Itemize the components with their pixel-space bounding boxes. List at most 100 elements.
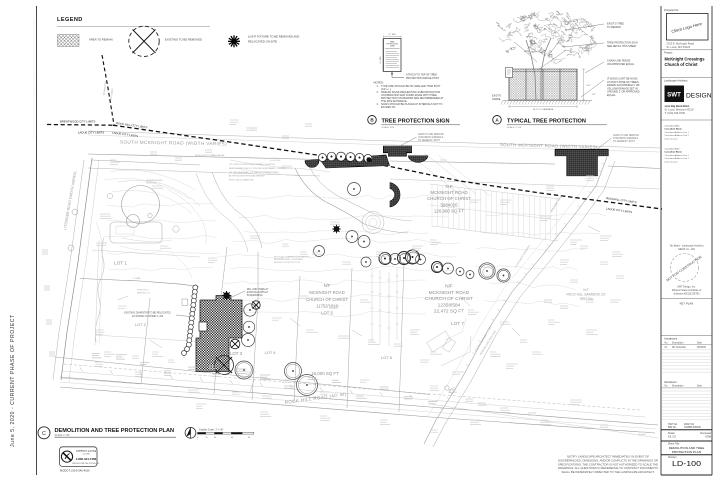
svg-text:N.F: N.F (583, 288, 588, 292)
svg-text:LOT 7: LOT 7 (451, 321, 464, 326)
svg-text:AREA TO REMAIN: AREA TO REMAIN (89, 38, 113, 42)
svg-text:RELOCATED ON-SITE: RELOCATED ON-SITE (248, 40, 277, 44)
svg-text:15: 15 (206, 437, 208, 439)
svg-text:MCKNIGHT RD: MCKNIGHT RD (104, 80, 108, 95)
svg-text:SAWCUT AND REMOVE: SAWCUT AND REMOVE (613, 134, 639, 137)
svg-text:1'-0": 1'-0" (592, 94, 596, 96)
svg-text:McKnight Crossings: McKnight Crossings (665, 57, 705, 63)
svg-text:DRAWINGS. ALL QUESTIONS IN REF: DRAWINGS. ALL QUESTIONS IN REFERENCE TO … (558, 466, 658, 470)
svg-text:xxxx Big Bend Blvd.: xxxx Big Bend Blvd. (665, 104, 690, 108)
svg-text:CHURCH OF CHRIST: CHURCH OF CHRIST (306, 297, 348, 302)
svg-text:AS SHOWN ON SHEET L-100: AS SHOWN ON SHEET L-100 (132, 315, 164, 318)
svg-text:IN REMAINING: IN REMAINING (247, 294, 263, 297)
svg-text:LOT 5: LOT 5 (321, 311, 333, 316)
svg-text:LADUE CITY LIMITS: LADUE CITY LIMITS (112, 131, 139, 139)
svg-text:SAWCUT AND REMOVE: SAWCUT AND REMOVE (418, 133, 444, 136)
svg-text:Consultant Address Line 2: Consultant Address Line 2 (665, 157, 690, 160)
svg-text:18" MIN: 18" MIN (380, 56, 382, 64)
svg-text:PARKING LOT: PARKING LOT (137, 291, 151, 294)
svg-text:AUTOCAD DRAWING MUST BE: AUTOCAD DRAWING MUST BE (274, 256, 305, 259)
svg-text:2013 E. McKnight Road: 2013 E. McKnight Road (667, 42, 695, 46)
svg-text:DEMOLITION AND TREE: DEMOLITION AND TREE (669, 446, 705, 450)
svg-text:SCALE: 1"=10': SCALE: 1"=10' (507, 126, 522, 129)
svg-text:MCKNIGHT ROAD: MCKNIGHT ROAD (309, 290, 345, 295)
svg-text:TYPICAL TREE PROTECTION: TYPICAL TREE PROTECTION (507, 118, 586, 124)
svg-text:MODOT: (314) 340-4100: MODOT: (314) 340-4100 (60, 468, 90, 472)
svg-text:11752/1018: 11752/1018 (316, 304, 338, 309)
svg-text:IF SIGNS CAN'T BE HUNG: IF SIGNS CAN'T BE HUNG (607, 78, 638, 81)
svg-text:Landscape Architect:: Landscape Architect: (664, 79, 688, 83)
svg-text:KDW: KDW (705, 435, 711, 438)
svg-text:SIGNS SHOULD BE PLACED AT INTE: SIGNS SHOULD BE PLACED AT INTERVALS NOT … (381, 103, 443, 106)
svg-text:LOT 4: LOT 4 (265, 350, 277, 355)
svg-text:EXIST'G TREE: EXIST'G TREE (607, 23, 624, 26)
svg-text:DEMOLITION AND TREE PROTECTION: DEMOLITION AND TREE PROTECTION PLAN (55, 428, 175, 434)
svg-text:CHAIN-LINK FENCE: CHAIN-LINK FENCE (607, 60, 631, 63)
svg-text:Project:: Project: (664, 51, 673, 55)
svg-text:Date: Date (697, 341, 703, 344)
svg-text:LADUE CITY LIMITS: LADUE CITY LIMITS (78, 131, 104, 135)
svg-text:1.: 1. (377, 85, 379, 88)
svg-text:TO NEAREST JOINT: TO NEAREST JOINT (418, 139, 440, 142)
svg-text:DISCREPANCIES, OMISSIONS, AND/: DISCREPANCIES, OMISSIONS, AND/OR CONFLIC… (558, 458, 658, 462)
svg-text:ROCK HILL CITY LIMITS: ROCK HILL CITY LIMITS (116, 121, 148, 129)
svg-text:Consultant Address Line 2: Consultant Address Line 2 (665, 134, 690, 137)
svg-text:MISSOURI ONE CALL SYSTEM, INC.: MISSOURI ONE CALL SYSTEM, INC. (72, 462, 100, 465)
svg-text:EQUAL.: EQUAL. (607, 94, 616, 97)
svg-text:St. Louis, Missouri 63119: St. Louis, Missouri 63119 (665, 107, 694, 111)
svg-text:Number: Number (668, 456, 677, 459)
svg-text:Consultant Address Line 1: Consultant Address Line 1 (665, 131, 690, 134)
svg-text:5984026: 5984026 (440, 202, 458, 207)
svg-text:Graphic Scale: 1" = 30': Graphic Scale: 1" = 30' (199, 428, 224, 431)
svg-text:N/F: N/F (445, 284, 453, 290)
svg-text:GRADE: GRADE (492, 98, 501, 101)
svg-text:120,960 SQ FT: 120,960 SQ FT (434, 208, 464, 213)
svg-text:Drawn: Drawn (668, 432, 676, 435)
svg-text:1-800-344-7483: 1-800-344-7483 (76, 457, 97, 461)
svg-text:(1/2"+/-.): (1/2"+/-.) (381, 88, 391, 91)
svg-text:June 5, 2020 - CURRENT PHA: June 5, 2020 - CURRENT PHASE OF PROJECT (10, 314, 16, 447)
svg-text:789/1764: 789/1764 (579, 297, 593, 301)
svg-text:12358/584: 12358/584 (438, 302, 461, 308)
svg-text:CHURCH OF CHRIST: CHURCH OF CHRIST (427, 196, 471, 201)
svg-text:10'-0" O.C. AVERAGE: 10'-0" O.C. AVERAGE (533, 108, 554, 111)
svg-text:Consultant Address Line 1: Consultant Address Line 1 (665, 154, 690, 157)
svg-text:Date: Date (697, 385, 703, 388)
svg-text:4'-0": 4'-0" (587, 85, 591, 87)
svg-text:LOT 1: LOT 1 (114, 261, 127, 266)
svg-text:06/05/20: 06/05/20 (697, 347, 707, 349)
svg-text:SPECIFICATIONS. THE CONTRACTOR: SPECIFICATIONS. THE CONTRACTOR IS NOT AU… (558, 462, 658, 466)
svg-text:AT ROOT ZONE OF TREES: AT ROOT ZONE OF TREES (607, 81, 639, 84)
svg-text:(xxx) xxx-xxxx: (xxx) xxx-xxxx (665, 161, 679, 163)
svg-text:REVIEWED AND CONFIRMED: REVIEWED AND CONFIRMED (274, 258, 304, 261)
svg-text:EXISTING ASPHALT: EXISTING ASPHALT (247, 291, 269, 294)
svg-text:LEGEND: LEGEND (57, 17, 83, 23)
svg-text:ZONE: ZONE (390, 46, 396, 48)
svg-text:(xxx) xxx-xxxx: (xxx) xxx-xxxx (665, 138, 679, 140)
svg-text:CITY LIMITS: CITY LIMITS (111, 88, 115, 100)
svg-text:MDLR LA - 100: MDLR LA - 100 (678, 248, 695, 251)
svg-text:GROUND 2' OR APPROVED: GROUND 2' OR APPROVED (607, 91, 640, 94)
svg-text:You Will: You Will (83, 454, 90, 456)
svg-text:22,472 SQ FT: 22,472 SQ FT (434, 309, 464, 315)
svg-text:0: 0 (197, 437, 198, 439)
svg-text:PROTECTION PLAN: PROTECTION PLAN (672, 450, 701, 454)
svg-text:OR APPROVED EQUAL: OR APPROVED EQUAL (607, 63, 635, 66)
svg-text:Reviewed: Reviewed (701, 432, 712, 435)
svg-text:TYPE SIZE SHOULD BE NO SMALLER: TYPE SIZE SHOULD BE NO SMALLER THAN 80 P… (381, 85, 441, 88)
svg-text:AT THE MCKNIGHT ROAD BRIDGE: AT THE MCKNIGHT ROAD BRIDGE (229, 175, 265, 178)
svg-text:BEFORE CONSTRUCTION: BEFORE CONSTRUCTION (274, 262, 300, 264)
svg-text:012858-030000: 012858-030000 (684, 426, 701, 429)
svg-text:EXISTING TO BE REMOVED: EXISTING TO BE REMOVED (165, 38, 202, 42)
svg-text:PROTECTION FENCE POST: PROTECTION FENCE POST (406, 77, 440, 80)
svg-text:TREE: TREE (390, 42, 395, 44)
svg-text:TO REMAIN: TO REMAIN (607, 26, 621, 29)
svg-text:Revisions: Revisions (665, 380, 678, 384)
svg-text:SWT No.: SWT No. (668, 423, 678, 426)
svg-text:SCALE: NTS: SCALE: NTS (382, 126, 395, 129)
svg-text:Description: Description (672, 385, 684, 388)
svg-text:TELECOM: TELECOM (146, 183, 156, 185)
svg-text:PURPOSE 2: PURPOSE 2 (137, 290, 149, 292)
svg-text:LOT 6: LOT 6 (381, 355, 392, 360)
svg-text:DESIGN: DESIGN (686, 93, 712, 100)
